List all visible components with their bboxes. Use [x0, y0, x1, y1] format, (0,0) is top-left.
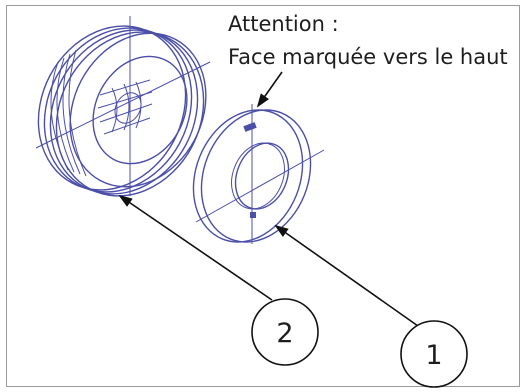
- circled-number-icon: [400, 320, 468, 388]
- callout-2: 2: [251, 298, 319, 366]
- callout-2-leader: [118, 194, 273, 301]
- callout-2-number: 2: [276, 318, 293, 349]
- note-attention: Attention :: [228, 12, 339, 36]
- note-arrow: [256, 71, 283, 108]
- face-marking-lower: [250, 212, 256, 218]
- part-1-washer-drawing: [192, 104, 325, 244]
- callout-1-number: 1: [425, 340, 442, 371]
- circled-number-icon: [251, 298, 319, 366]
- callout-1-leader: [274, 224, 419, 327]
- part-2-pulley-drawing: [35, 16, 211, 197]
- face-marking: [243, 122, 257, 132]
- callout-1: 1: [400, 320, 468, 388]
- note-face-marked-up: Face marquée vers le haut: [228, 45, 508, 69]
